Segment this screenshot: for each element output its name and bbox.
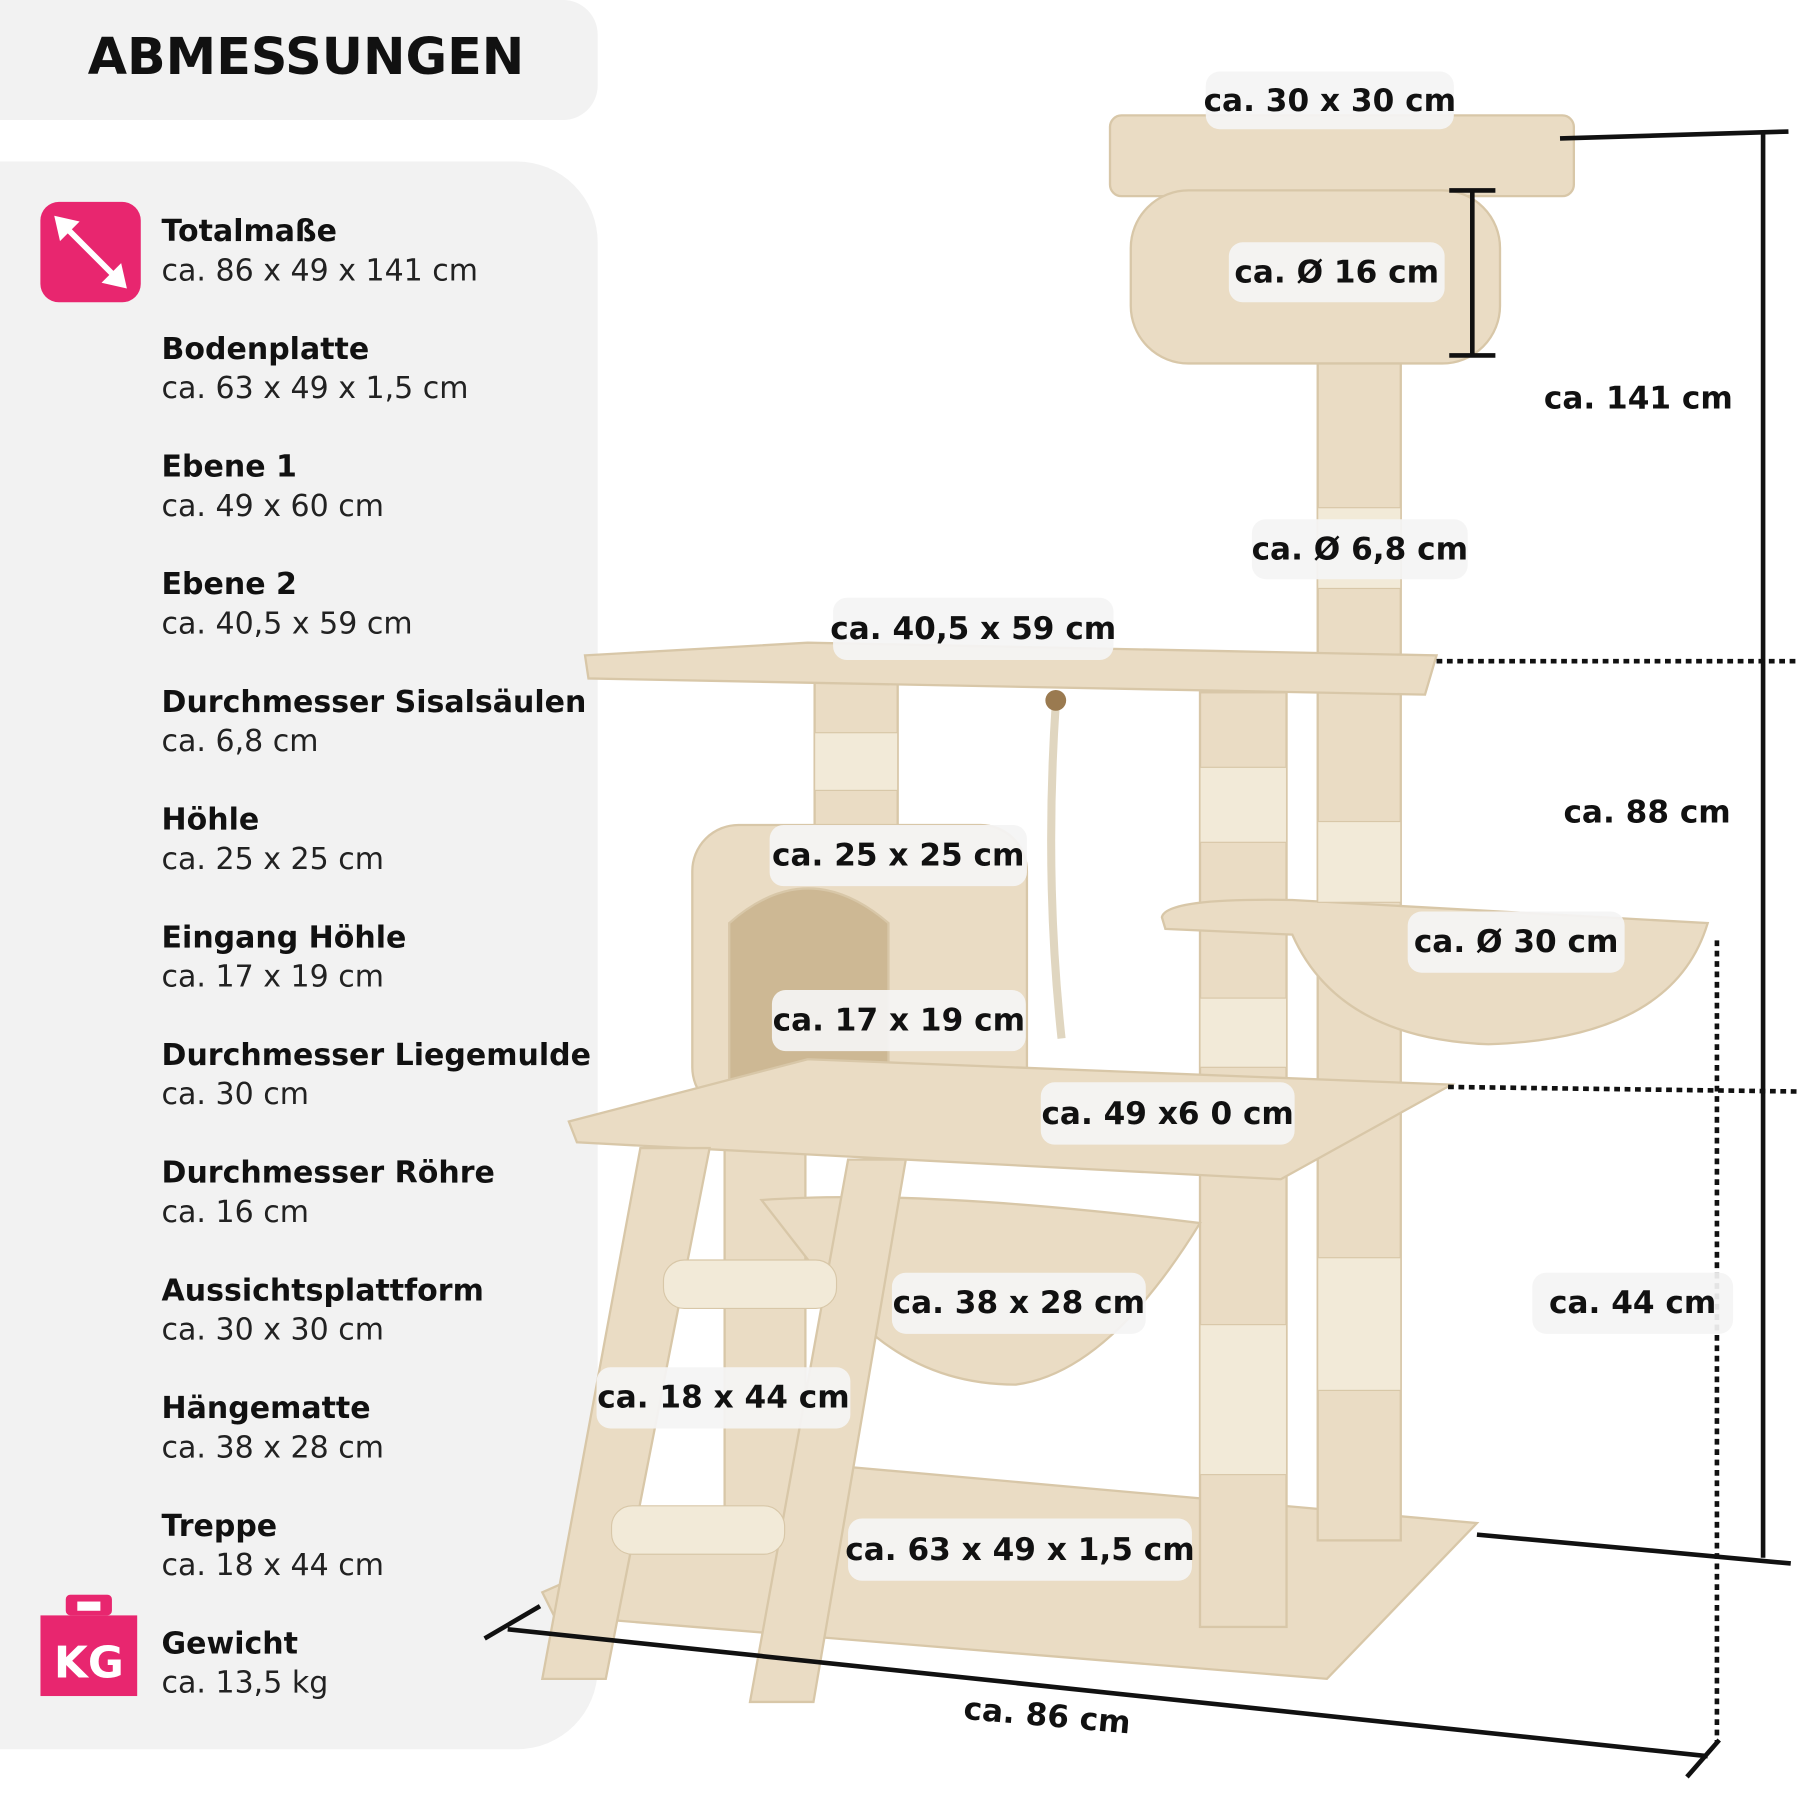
spec-value: ca. 25 x 25 cm <box>161 842 384 877</box>
spec-eingang: Eingang Höhle ca. 17 x 19 cm <box>162 918 407 996</box>
spec-value: ca. 16 cm <box>161 1195 309 1231</box>
annotation-post: ca. Ø 6,8 cm <box>1252 519 1468 580</box>
weight-icon-text: KG <box>54 1638 124 1689</box>
spec-label: Ebene 2 <box>161 567 297 603</box>
annotation-cave: ca. 25 x 25 cm <box>769 825 1027 887</box>
spec-label: Aussichtsplattform <box>161 1273 484 1309</box>
diagonal-arrow-icon <box>40 201 141 303</box>
spec-ebene-1: Ebene 1 ca. 49 x 60 cm <box>162 448 384 526</box>
spec-value: ca. 40,5 x 59 cm <box>161 606 413 642</box>
annotation-height-level2: ca. 88 cm <box>1563 795 1731 831</box>
annotation-total-height: ca. 141 cm <box>1543 380 1733 417</box>
spec-value: ca. 30 cm <box>161 1077 309 1113</box>
annotation-cave-entrance: ca. 17 x 19 cm <box>771 990 1026 1052</box>
spec-label: Bodenplatte <box>161 332 370 367</box>
annotation-bed: ca. Ø 30 cm <box>1407 911 1625 973</box>
spec-aussicht: Aussichtsplattform ca. 30 x 30 cm <box>162 1272 484 1350</box>
annotation-base: ca. 63 x 49 x 1,5 cm <box>845 1518 1195 1581</box>
spec-label: Durchmesser Röhre <box>161 1156 495 1191</box>
spec-label: Durchmesser Liegemulde <box>161 1038 591 1074</box>
spec-label: Eingang Höhle <box>161 920 407 956</box>
annotation-level2: ca. 40,5 x 59 cm <box>830 597 1116 661</box>
weight-icon: KG <box>40 1594 138 1697</box>
spec-value: ca. 6,8 cm <box>161 724 319 760</box>
spec-value: ca. 13,5 kg <box>161 1666 329 1701</box>
spec-label: Höhle <box>161 803 260 838</box>
annotation-ladder: ca. 18 x 44 cm <box>596 1367 851 1429</box>
spec-label: Totalmaße <box>161 214 337 250</box>
spec-label: Durchmesser Sisalsäulen <box>161 685 587 721</box>
spec-treppe: Treppe ca. 18 x 44 cm <box>162 1507 384 1585</box>
annotation-level1: ca. 49 x6 0 cm <box>1040 1082 1295 1145</box>
spec-bodenplatte: Bodenplatte ca. 63 x 49 x 1,5 cm <box>162 330 469 408</box>
spec-hoehle: Höhle ca. 25 x 25 cm <box>162 801 384 879</box>
spec-label: Gewicht <box>161 1626 298 1662</box>
spec-label: Hängematte <box>161 1391 371 1427</box>
spec-value: ca. 30 x 30 cm <box>161 1313 384 1348</box>
spec-value: ca. 49 x 60 cm <box>161 489 384 524</box>
spec-label: Ebene 1 <box>161 450 297 485</box>
title-box: ABMESSUNGEN <box>0 0 598 121</box>
spec-value: ca. 18 x 44 cm <box>161 1548 384 1584</box>
spec-value: ca. 63 x 49 x 1,5 cm <box>161 371 469 407</box>
annotation-hammock: ca. 38 x 28 cm <box>891 1272 1146 1334</box>
page-title: ABMESSUNGEN <box>87 27 525 87</box>
spec-value: ca. 86 x 49 x 141 cm <box>161 253 479 289</box>
annotation-platform-top: ca. 30 x 30 cm <box>1204 71 1456 130</box>
spec-value: ca. 17 x 19 cm <box>161 960 384 995</box>
spec-label: Treppe <box>161 1509 278 1544</box>
annotation-height-level1: ca. 44 cm <box>1532 1272 1734 1334</box>
annotation-tube: ca. Ø 16 cm <box>1228 242 1445 303</box>
spec-value: ca. 38 x 28 cm <box>161 1430 384 1466</box>
spec-roehre: Durchmesser Röhre ca. 16 cm <box>162 1154 495 1232</box>
specs-panel <box>0 161 598 1750</box>
spec-gewicht: Gewicht ca. 13,5 kg <box>162 1625 329 1703</box>
